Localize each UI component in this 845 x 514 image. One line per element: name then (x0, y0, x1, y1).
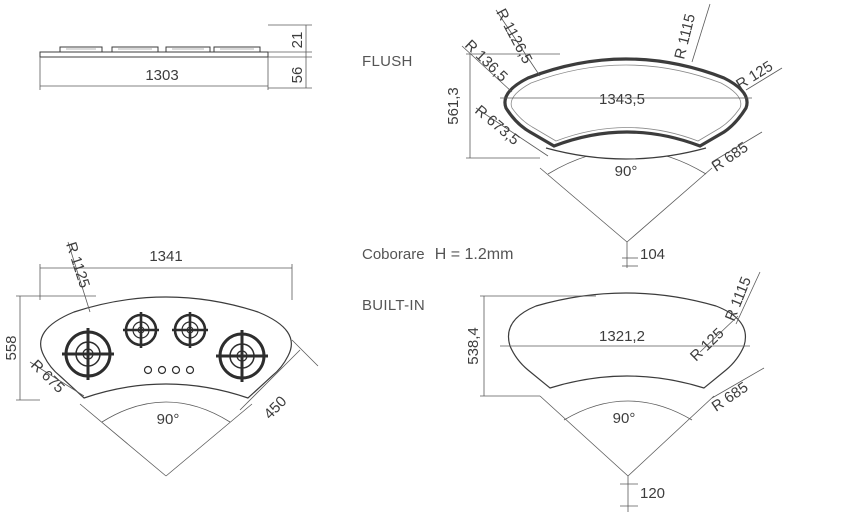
flush-r-corner-left: R 136,5 (461, 37, 511, 86)
side-view-burner-tops (59, 46, 261, 53)
flush-label: FLUSH (362, 53, 413, 70)
knob-3 (171, 365, 181, 375)
flush-width: 1343,5 (599, 91, 645, 108)
burner-large-right (216, 330, 268, 382)
knob-1 (143, 365, 153, 375)
side-view-width: 1303 (145, 67, 178, 84)
burner-large-left (62, 328, 114, 380)
top-view-r-outer: R 1125 (62, 240, 93, 290)
flush-r-corner-right: R 125 (733, 58, 776, 94)
burner-small-left (123, 312, 159, 348)
side-view-plate (39, 51, 269, 58)
flush-view: FLUSH 90° 1343,5 561,3 R 1126,5 R 1115 R… (362, 3, 783, 268)
top-view-width: 1341 (149, 248, 182, 265)
knob-4 (185, 365, 195, 375)
flush-hob-body (503, 57, 749, 148)
height-note-prefix: Coborare (362, 246, 425, 263)
built-in-angle: 90° (613, 410, 636, 427)
height-note: Coborare H = 1.2mm (362, 246, 513, 263)
control-knobs (143, 365, 195, 375)
flush-r-outer: R 1126,5 (492, 6, 535, 67)
top-view-angle: 90° (157, 411, 180, 428)
side-view: 1303 21 56 (39, 24, 312, 90)
built-in-depth: 538,4 (465, 327, 482, 365)
top-view: 1341 558 90° (3, 240, 319, 477)
flush-depth: 561,3 (445, 87, 462, 125)
svg-text:Coborare H = 1.2mm: Coborare H = 1.2mm (362, 246, 513, 263)
built-in-view: BUILT-IN 90° 1321,2 538,4 R 1115 R 125 R… (362, 271, 765, 512)
built-in-width: 1321,2 (599, 328, 645, 345)
built-in-offset: 120 (640, 485, 665, 502)
height-note-value: H = 1.2mm (435, 246, 514, 263)
side-view-height-top: 21 (289, 32, 306, 49)
flush-offset: 104 (640, 246, 665, 263)
built-in-label: BUILT-IN (362, 297, 425, 314)
flush-hob-inner-edge (510, 64, 742, 142)
top-view-side: 450 (261, 393, 291, 423)
built-in-r-outer: R 1115 (722, 274, 755, 323)
built-in-r-inner: R 685 (709, 379, 752, 415)
flush-r-inner-left: R 673,5 (471, 102, 522, 149)
burner-small-right (172, 312, 208, 348)
top-view-depth: 558 (3, 335, 20, 360)
built-in-hob-body (508, 292, 746, 389)
flush-r-inner-right: R 685 (709, 139, 752, 175)
knob-2 (157, 365, 167, 375)
flush-angle: 90° (615, 163, 638, 180)
side-view-height-bottom: 56 (289, 67, 306, 84)
